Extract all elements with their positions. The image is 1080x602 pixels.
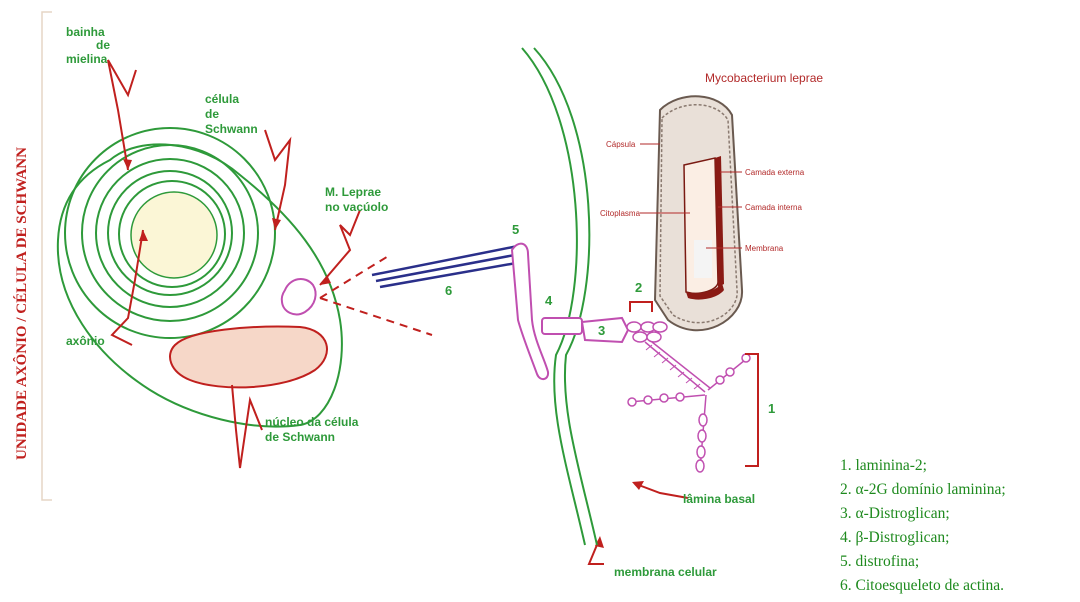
laminin-hatching <box>646 345 700 389</box>
label-mleprae-2: no vacúolo <box>325 200 388 214</box>
label-mycobacterium: Mycobacterium leprae <box>705 71 823 85</box>
schwann-nucleus <box>170 327 327 388</box>
label-nucleo-2: de Schwann <box>265 430 335 444</box>
label-citoplasma: Citoplasma <box>600 209 641 218</box>
label-membrana-celular: membrana celular <box>614 565 717 579</box>
number-2: 2 <box>635 280 642 295</box>
left-bracket <box>42 12 52 500</box>
legend-item-1: 1. laminina-2; <box>840 457 927 474</box>
label-celula-1: célula <box>205 92 239 106</box>
dystrophin <box>512 244 548 379</box>
legend-item-4: 4. β-Distroglican; <box>840 529 949 546</box>
number-6: 6 <box>445 283 452 298</box>
beta-dystroglycan <box>542 318 582 334</box>
label-bainha-1: bainha <box>66 25 105 39</box>
actin-cytoskeleton <box>372 246 522 287</box>
bracket-1 <box>745 354 758 466</box>
legend-item-2: 2. α-2G domínio laminina; <box>840 481 1006 498</box>
label-axonio: axônio <box>66 334 105 348</box>
label-nucleo-1: núcleo da célula <box>265 415 359 429</box>
label-celula-3: Schwann <box>205 122 258 136</box>
label-bainha-3: mielina <box>66 52 108 66</box>
number-4: 4 <box>545 293 553 308</box>
laminin <box>627 322 750 472</box>
legend-item-3: 3. α-Distroglican; <box>840 505 950 522</box>
vertical-title: UNIDADE AXÔNIO / CÉLULA DE SCHWANN <box>13 147 30 460</box>
label-camada-interna: Camada interna <box>745 203 802 212</box>
label-capsula: Cápsula <box>606 140 636 149</box>
number-3: 3 <box>598 323 605 338</box>
legend: 1. laminina-2; 2. α-2G domínio laminina;… <box>840 457 1006 594</box>
bracket-2 <box>630 302 652 312</box>
label-membrana: Membrana <box>745 244 784 253</box>
vacuole <box>282 279 316 314</box>
label-celula-2: de <box>205 107 219 121</box>
cell-membrane <box>522 48 597 545</box>
pointer-lines <box>108 60 688 564</box>
label-lamina-basal: lâmina basal <box>683 492 755 506</box>
number-5: 5 <box>512 222 519 237</box>
legend-item-5: 5. distrofina; <box>840 553 919 570</box>
label-mleprae-1: M. Leprae <box>325 185 381 199</box>
legend-item-6: 6. Citoesqueleto de actina. <box>840 577 1004 594</box>
number-1: 1 <box>768 401 775 416</box>
label-camada-externa: Camada externa <box>745 168 805 177</box>
label-bainha-2: de <box>96 38 110 52</box>
